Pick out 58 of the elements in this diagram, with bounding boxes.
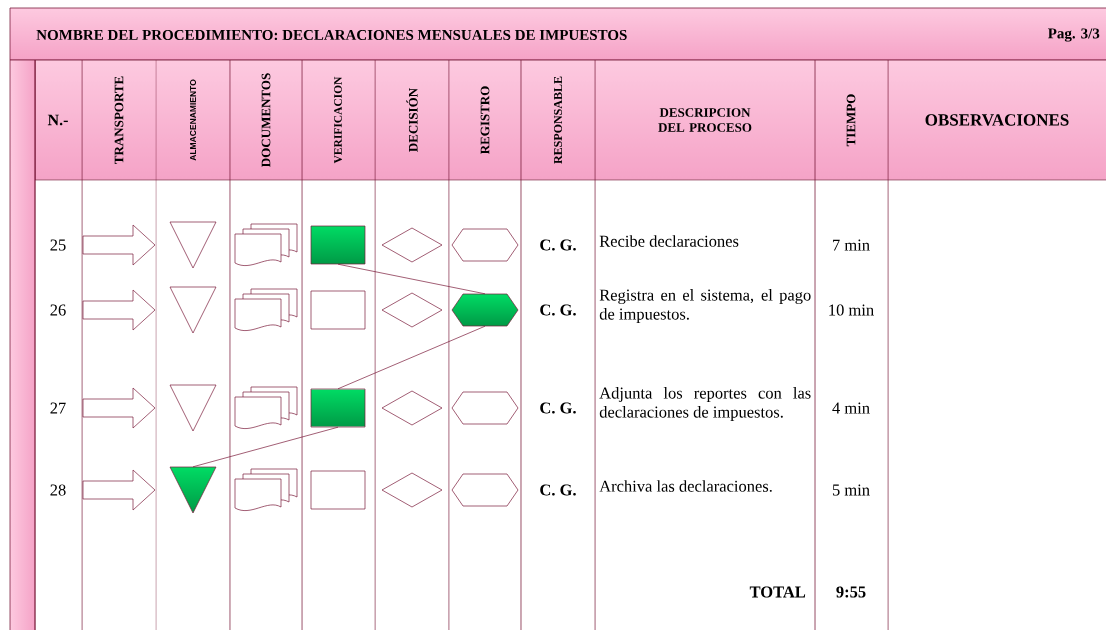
column-header: DOCUMENTOS: [261, 73, 271, 167]
column-header: REGISTRO: [480, 86, 490, 155]
responsible-text: C. G.: [540, 402, 576, 414]
transport-symbol: [82, 289, 156, 331]
time-text: 5 min: [832, 484, 870, 496]
column-header: N.-: [47, 114, 68, 126]
time-text: 4 min: [832, 402, 870, 414]
column-header: VERIFICACION: [334, 76, 342, 164]
column-header: RESPONSABLE: [553, 76, 563, 164]
storage-triangle: [169, 221, 217, 269]
document-stack: [234, 468, 298, 511]
connector-line: [192, 426, 339, 468]
document-stack: [234, 223, 298, 266]
record-hexagon: [451, 293, 519, 327]
decision-diamond: [381, 292, 443, 328]
column-header: TIEMPO: [846, 94, 856, 147]
record-hexagon: [451, 228, 519, 262]
transport-symbol: [82, 224, 156, 266]
decision-diamond: [381, 390, 443, 426]
description-text: Registra en el sistema, el pago de impuestos.: [599, 289, 811, 323]
decision-diamond: [381, 472, 443, 508]
column-header: OBSERVACIONES: [925, 114, 1069, 126]
row-number: 27: [50, 402, 66, 414]
row-number: 26: [50, 304, 66, 316]
record-hexagon: [451, 473, 519, 507]
responsible-text: C. G.: [540, 239, 576, 251]
description-text: Adjunta los reportes con las declaraciones de impuestos.: [599, 387, 811, 421]
time-text: 7 min: [833, 239, 870, 251]
verification-box: [310, 388, 366, 428]
transport-symbol: [82, 469, 156, 511]
storage-triangle: [169, 466, 217, 514]
verification-box: [310, 225, 366, 265]
column-header: DESCRIPCION DEL PROCESO: [658, 108, 752, 132]
column-header: TRANSPORTE: [114, 76, 124, 164]
decision-diamond: [381, 227, 443, 263]
document-stack: [234, 288, 298, 331]
storage-triangle: [169, 384, 217, 432]
description-text: Archiva las declaraciones.: [599, 480, 772, 492]
record-hexagon: [451, 391, 519, 425]
column-header: DECISIÓN: [406, 88, 418, 152]
connector-line: [337, 325, 486, 390]
transport-symbol: [82, 387, 156, 429]
column-header: ALMACENAMIENTO: [190, 79, 196, 161]
row-number: 25: [50, 239, 66, 251]
total-time: 9:55: [836, 586, 866, 598]
responsible-text: C. G.: [540, 304, 576, 316]
title: NOMBRE DEL PROCEDIMIENTO: DECLARACIONES MENSUALES DE IMPUESTOS: [36, 29, 627, 41]
time-text: 10 min: [829, 304, 874, 316]
verification-box: [310, 290, 366, 330]
responsible-text: C. G.: [540, 484, 576, 496]
document-stack: [234, 386, 298, 429]
page-number: Pag. 3/3: [1048, 28, 1100, 42]
row-number: 28: [50, 484, 66, 496]
storage-triangle: [169, 286, 217, 334]
verification-box: [310, 470, 366, 510]
description-text: Recibe declaraciones: [599, 235, 739, 247]
total-label: TOTAL: [749, 586, 806, 598]
connector-line: [337, 263, 486, 295]
